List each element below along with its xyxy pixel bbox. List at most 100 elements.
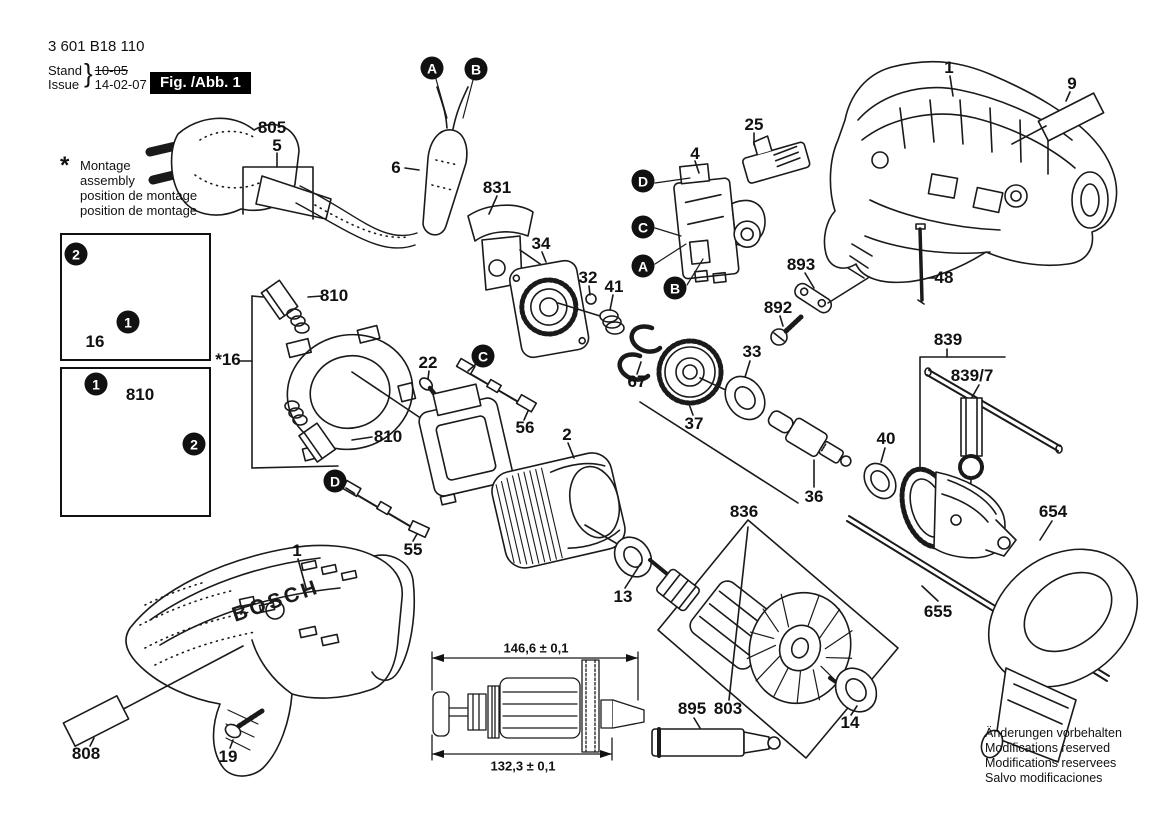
nameplate-9 (1011, 91, 1105, 145)
callout-55: 55 (403, 540, 423, 559)
ball-32 (585, 293, 597, 305)
wire-55 (341, 479, 431, 542)
callout-836: 836 (729, 502, 759, 521)
bearing-13 (613, 536, 653, 578)
callout-1: 1 (944, 58, 954, 77)
callout-654: 654 (1038, 502, 1068, 521)
sticker-808 (62, 694, 130, 748)
armature (648, 558, 871, 705)
wire-marker-a: A (420, 56, 444, 80)
brush-plate (239, 279, 496, 469)
wire-marker-b: B (663, 276, 687, 300)
step-marker-2: 2 (64, 242, 88, 266)
bearing-14 (834, 667, 878, 713)
callout-56: 56 (515, 418, 535, 437)
callout-895: 895 (677, 699, 707, 718)
callout-16-star: *16 (215, 350, 241, 369)
drill-body (111, 544, 416, 777)
assembly-note: * Montage assembly position de montage p… (60, 152, 198, 219)
callout-808: 808 (71, 744, 101, 763)
legal-note: Änderungen vorbehalten Modifications res… (985, 726, 1122, 786)
wire-marker-c: C (471, 344, 495, 368)
dimension-drawing (431, 651, 645, 761)
callout-2: 2 (562, 425, 572, 444)
housing-shell (823, 60, 1118, 284)
note-line: Montage (80, 158, 131, 173)
stand-label: Stand (48, 63, 82, 78)
asterisk-marker: * (60, 152, 70, 179)
field-stator (491, 452, 626, 569)
step-marker-1: 1 (116, 310, 140, 334)
callout-22: 22 (418, 353, 438, 372)
wire-marker-b: B (464, 57, 488, 81)
drill-chuck (899, 466, 1017, 559)
callout-40: 40 (876, 429, 896, 448)
callout-831: 831 (482, 178, 512, 197)
footer-line: Modifications reserved (985, 741, 1111, 755)
figure-caption: Fig. /Abb. 1 (150, 72, 251, 94)
callout-803: 803 (713, 699, 743, 718)
cable-clamp-893 (794, 282, 833, 314)
callout-5: 5 (272, 136, 282, 155)
marker-leaders (345, 78, 704, 495)
spring-41 (599, 309, 625, 335)
footer-line: Änderungen vorbehalten (985, 726, 1122, 740)
note-line: position de montage (80, 203, 198, 218)
callout-810: 810 (373, 427, 403, 446)
screw-48 (915, 223, 937, 305)
callout-16: 16 (85, 332, 105, 351)
issue-label: Issue (48, 77, 80, 92)
step-marker-1: 1 (84, 372, 108, 396)
cord-bracket (242, 152, 314, 220)
callout-33: 33 (742, 342, 762, 361)
footer-line: Salvo modificaciones (985, 771, 1103, 785)
slider-25 (742, 135, 811, 184)
callout-6: 6 (391, 158, 401, 177)
superseded-date: 10-05 (94, 63, 128, 78)
grease-tube (651, 717, 781, 758)
brace: } (83, 58, 93, 88)
callout-19: 19 (218, 747, 238, 766)
callout-36: 36 (804, 487, 824, 506)
callout-9: 9 (1067, 74, 1077, 93)
callout-48: 48 (934, 268, 954, 287)
step-marker-2: 2 (182, 432, 206, 456)
callout-32: 32 (578, 268, 598, 287)
gear-37 (656, 338, 731, 416)
clamp-screw-892 (770, 314, 804, 346)
issue-block: Stand Issue } 10-05 14-02-07 (48, 58, 147, 92)
callout-4: 4 (690, 144, 700, 163)
callout-810: 810 (125, 385, 155, 404)
callout-892: 892 (763, 298, 793, 317)
retaining-ring-67 (617, 324, 663, 382)
callout-655: 655 (923, 602, 953, 621)
callout-839-7: 839/7 (950, 366, 994, 385)
callout-37: 37 (684, 414, 704, 433)
wire-marker-c: C (631, 215, 655, 239)
dimension-overall: 146,6 ± 0,1 (503, 640, 569, 656)
bearing-33 (724, 375, 766, 421)
callout-805: 805 (257, 118, 287, 137)
wire-marker-d: D (631, 169, 655, 193)
aux-handle-654 (980, 520, 1139, 763)
cable-sleeve (404, 86, 469, 236)
callout-34: 34 (531, 234, 551, 253)
dimension-core: 132,3 ± 0,1 (490, 758, 556, 774)
switch-4 (673, 163, 766, 284)
wire-marker-d: D (323, 469, 347, 493)
issue-date: 14-02-07 (94, 77, 147, 92)
callout-1: 1 (292, 541, 302, 560)
note-line: position de montage (80, 188, 198, 203)
callout-67: 67 (627, 372, 647, 391)
wire-56 (455, 357, 538, 421)
brush-frame (418, 383, 514, 506)
washer-40 (863, 462, 897, 500)
callout-893: 893 (786, 255, 816, 274)
callout-14: 14 (840, 713, 860, 732)
note-line: assembly (80, 173, 135, 188)
bracket-836 (639, 401, 799, 504)
callout-810: 810 (319, 286, 349, 305)
callout-25: 25 (744, 115, 764, 134)
screw-19 (224, 708, 265, 749)
